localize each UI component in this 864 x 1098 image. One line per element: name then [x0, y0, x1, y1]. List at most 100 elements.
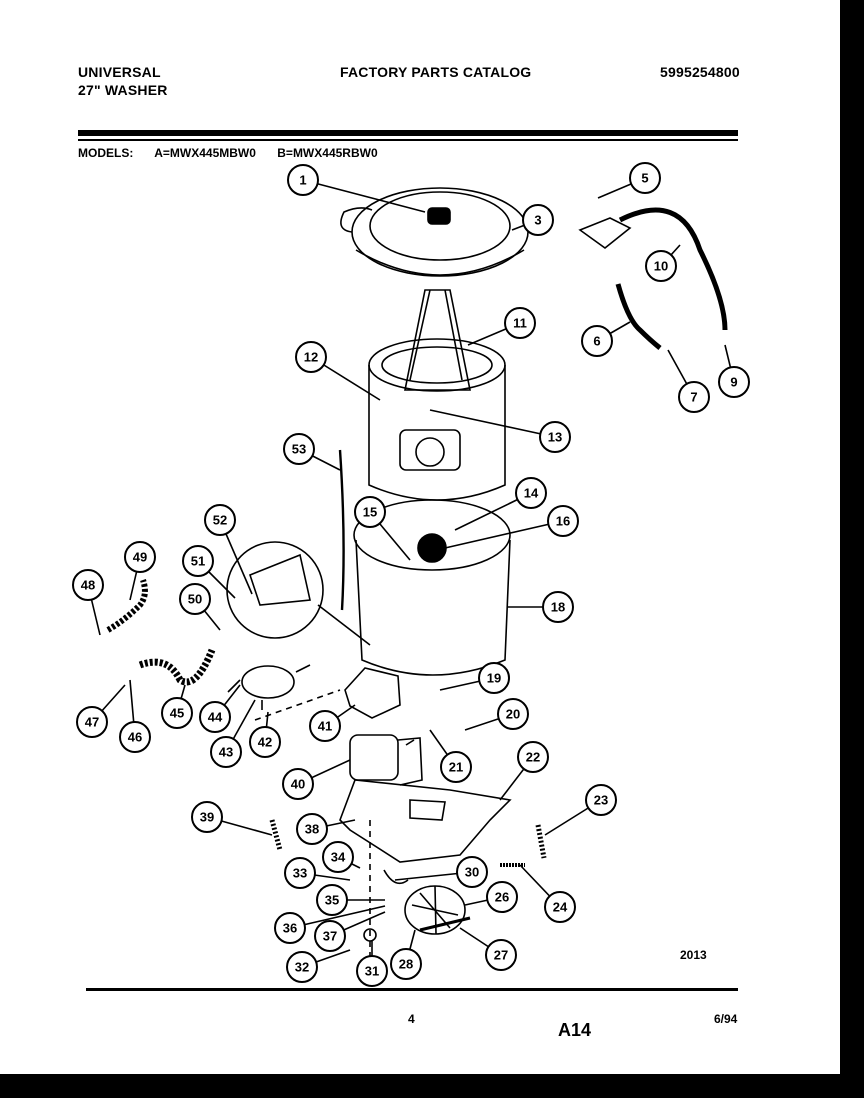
callout-50: 50 [179, 583, 221, 631]
callout-7: 7 [667, 349, 710, 413]
callout-27: 27 [459, 927, 517, 971]
callout-46: 46 [119, 679, 151, 753]
scan-edge-bottom [0, 1074, 864, 1098]
callout-bubble [356, 955, 388, 987]
callout-bubble [478, 662, 510, 694]
callout-bubble [497, 698, 529, 730]
callout-32: 32 [286, 949, 351, 983]
callout-37: 37 [314, 911, 386, 952]
callout-bubble [210, 736, 242, 768]
callout-bubble [309, 710, 341, 742]
callout-number: 38 [305, 822, 319, 837]
page-number: 4 [408, 1012, 415, 1026]
callout-number: 31 [365, 964, 379, 979]
brand-label: UNIVERSAL [78, 64, 161, 80]
callout-28: 28 [390, 929, 422, 980]
leader-line [302, 179, 426, 213]
fill-hose-drawing [618, 207, 728, 331]
callout-number: 53 [292, 442, 306, 457]
callout-bubble [440, 751, 472, 783]
callout-number: 46 [128, 730, 142, 745]
callout-bubble [179, 583, 211, 615]
callout-1: 1 [287, 164, 426, 213]
callout-bubble [539, 421, 571, 453]
callout-52: 52 [204, 504, 253, 595]
callout-11: 11 [467, 307, 536, 346]
callout-bubble [504, 307, 536, 339]
callout-21: 21 [429, 729, 472, 783]
callout-number: 14 [524, 486, 539, 501]
callout-40: 40 [282, 759, 351, 800]
spring-right-drawing [535, 824, 547, 859]
callout-number: 16 [556, 514, 570, 529]
callout-number: 49 [133, 550, 147, 565]
inset-detail-circle [226, 541, 324, 639]
callout-26: 26 [464, 881, 518, 913]
callout-bubble [191, 801, 223, 833]
callout-bubble [119, 721, 151, 753]
callout-bubble [295, 341, 327, 373]
pressure-tube-drawing [338, 449, 345, 611]
spring-left-drawing [269, 819, 283, 851]
callout-number: 23 [594, 793, 608, 808]
callout-34: 34 [322, 841, 361, 873]
callout-number: 10 [654, 259, 668, 274]
callout-bubble [314, 920, 346, 952]
leader-line [429, 409, 556, 438]
callout-bubble [124, 541, 156, 573]
callout-number: 27 [494, 948, 508, 963]
callout-24: 24 [519, 864, 576, 923]
revision-date: 6/94 [714, 1012, 738, 1026]
callout-number: 18 [551, 600, 565, 615]
callout-number: 51 [191, 554, 205, 569]
models-line: MODELS: A=MWX445MBW0 B=MWX445RBW0 [78, 146, 396, 160]
callout-number: 50 [188, 592, 202, 607]
callout-number: 7 [690, 390, 697, 405]
callout-number: 45 [170, 706, 184, 721]
callout-number: 11 [513, 316, 527, 331]
callout-number: 1 [299, 173, 306, 188]
callout-number: 12 [304, 350, 318, 365]
callout-number: 34 [331, 850, 346, 865]
leader-line [444, 520, 564, 549]
callout-bubble [287, 164, 319, 196]
callout-53: 53 [283, 433, 341, 471]
scan-edge-right [840, 0, 864, 1098]
callout-bubble [547, 505, 579, 537]
callout-14: 14 [454, 477, 547, 531]
diagram-code: 2013 [680, 948, 707, 962]
motor-bracket-drawing [344, 667, 401, 719]
callout-number: 21 [449, 760, 463, 775]
catalog-number: 5995254800 [660, 64, 740, 80]
callout-number: 48 [81, 578, 95, 593]
callout-number: 43 [219, 745, 233, 760]
callout-number: 42 [258, 735, 272, 750]
callout-bubble [486, 881, 518, 913]
callout-number: 41 [318, 719, 332, 734]
callout-number: 22 [526, 750, 540, 765]
callout-bubble [645, 250, 677, 282]
outer-tub-drawing [353, 499, 511, 571]
callout-38: 38 [296, 813, 356, 845]
callout-number: 5 [641, 171, 648, 186]
callout-bubble [544, 891, 576, 923]
callout-9: 9 [718, 344, 750, 398]
callout-bubble [182, 545, 214, 577]
callout-bubble [286, 951, 318, 983]
catalog-title: FACTORY PARTS CATALOG [340, 64, 532, 80]
footer-rule [86, 988, 738, 991]
callout-number: 28 [399, 957, 413, 972]
callout-51: 51 [182, 545, 236, 599]
callout-number: 15 [363, 505, 377, 520]
callout-number: 32 [295, 960, 309, 975]
callout-number: 44 [208, 710, 223, 725]
agitator-drawing [404, 289, 471, 391]
callout-bubble [284, 857, 316, 889]
callout-bubble [199, 701, 231, 733]
callout-number: 20 [506, 707, 520, 722]
callout-number: 33 [293, 866, 307, 881]
callout-47: 47 [76, 684, 126, 738]
callout-number: 37 [323, 929, 337, 944]
